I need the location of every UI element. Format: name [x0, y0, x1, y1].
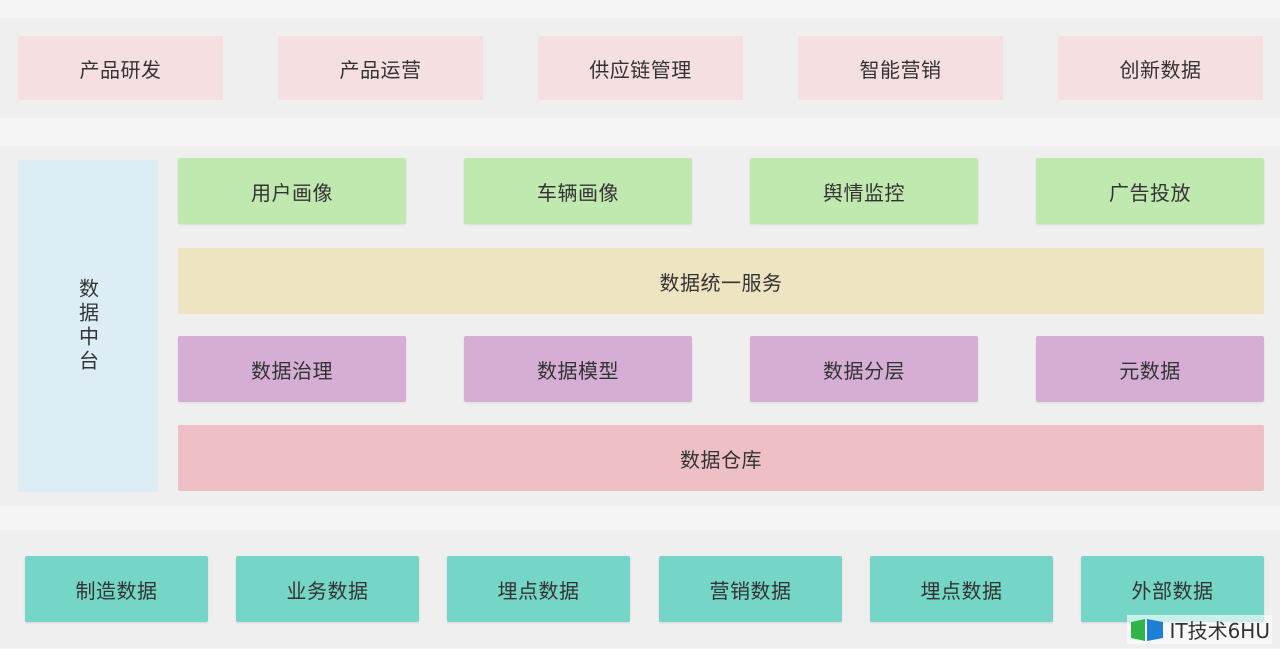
- service-box-4: 广告投放: [1036, 158, 1264, 224]
- governance-box-3: 数据分层: [750, 336, 978, 402]
- watermark-text: IT技术6HU: [1169, 619, 1270, 643]
- service-box-1: 用户画像: [178, 158, 406, 224]
- data-warehouse-bar: 数据仓库: [178, 425, 1264, 491]
- watermark: IT技术6HU: [1127, 615, 1272, 644]
- source-box-5: 埋点数据: [870, 556, 1053, 622]
- app-box-4: 智能营销: [798, 36, 1003, 100]
- app-box-3: 供应链管理: [538, 36, 743, 100]
- source-box-6: 外部数据: [1081, 556, 1264, 622]
- source-box-2: 业务数据: [236, 556, 419, 622]
- source-box-1: 制造数据: [25, 556, 208, 622]
- governance-box-1: 数据治理: [178, 336, 406, 402]
- source-box-3: 埋点数据: [447, 556, 630, 622]
- service-box-3: 舆情监控: [750, 158, 978, 224]
- service-box-2: 车辆画像: [464, 158, 692, 224]
- source-layer-band: [0, 530, 1280, 648]
- governance-box-2: 数据模型: [464, 336, 692, 402]
- data-platform-side-panel: 数据中台: [18, 160, 158, 492]
- data-platform-label: 数据中台: [75, 278, 100, 374]
- book-logo-icon: [1129, 616, 1165, 644]
- unified-service-bar: 数据统一服务: [178, 248, 1264, 314]
- app-box-5: 创新数据: [1058, 36, 1263, 100]
- source-box-4: 营销数据: [659, 556, 842, 622]
- app-box-1: 产品研发: [18, 36, 223, 100]
- governance-box-4: 元数据: [1036, 336, 1264, 402]
- app-box-2: 产品运营: [278, 36, 483, 100]
